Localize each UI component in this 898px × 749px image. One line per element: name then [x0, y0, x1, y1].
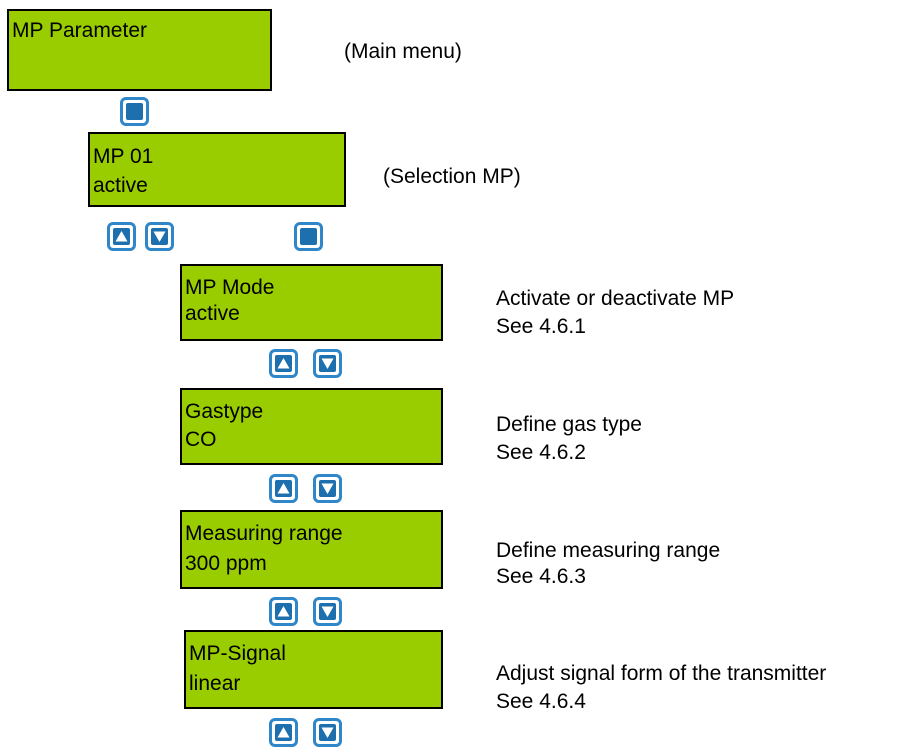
selection-display: MP 01 active [88, 132, 346, 207]
submenu-line2: linear [189, 672, 241, 695]
submenu-display: Measuring range 300 ppm [180, 510, 443, 589]
submenu-line1: Gastype [185, 400, 264, 423]
selection-line1: MP 01 [93, 145, 154, 168]
up-arrow-button-icon[interactable] [269, 474, 298, 503]
up-arrow-button-icon[interactable] [269, 349, 298, 378]
submenu-line1: MP Mode [185, 276, 275, 299]
submenu-line2: 300 ppm [185, 552, 267, 575]
main-menu-display: MP Parameter [7, 9, 272, 91]
selection-note: (Selection MP) [383, 165, 521, 188]
submenu-reference: See 4.6.1 [496, 315, 586, 338]
up-arrow-button-icon[interactable] [107, 222, 136, 251]
submenu-description: Adjust signal form of the transmitter [496, 662, 827, 685]
submenu-display: MP Mode active [180, 264, 443, 341]
submenu-line2: CO [185, 428, 217, 451]
submenu-reference: See 4.6.2 [496, 441, 586, 464]
enter-button-icon[interactable] [294, 222, 323, 251]
down-arrow-button-icon[interactable] [313, 474, 342, 503]
down-arrow-button-icon[interactable] [145, 222, 174, 251]
submenu-display: Gastype CO [180, 388, 443, 465]
submenu-description: Activate or deactivate MP [496, 287, 735, 310]
submenu-reference: See 4.6.3 [496, 565, 586, 588]
submenu-line2: active [185, 302, 240, 325]
down-arrow-button-icon[interactable] [313, 718, 342, 747]
main-menu-note: (Main menu) [344, 40, 462, 63]
submenu-description: Define gas type [496, 413, 642, 436]
enter-button-icon[interactable] [120, 97, 149, 126]
submenu-description: Define measuring range [496, 539, 721, 562]
submenu-display: MP-Signal linear [184, 630, 443, 709]
up-arrow-button-icon[interactable] [269, 597, 298, 626]
up-arrow-button-icon[interactable] [269, 718, 298, 747]
submenu-line1: Measuring range [185, 522, 343, 545]
down-arrow-button-icon[interactable] [313, 349, 342, 378]
submenu-line1: MP-Signal [189, 642, 286, 665]
main-menu-title: MP Parameter [12, 19, 147, 42]
selection-line2: active [93, 174, 148, 197]
submenu-reference: See 4.6.4 [496, 690, 586, 713]
down-arrow-button-icon[interactable] [313, 597, 342, 626]
